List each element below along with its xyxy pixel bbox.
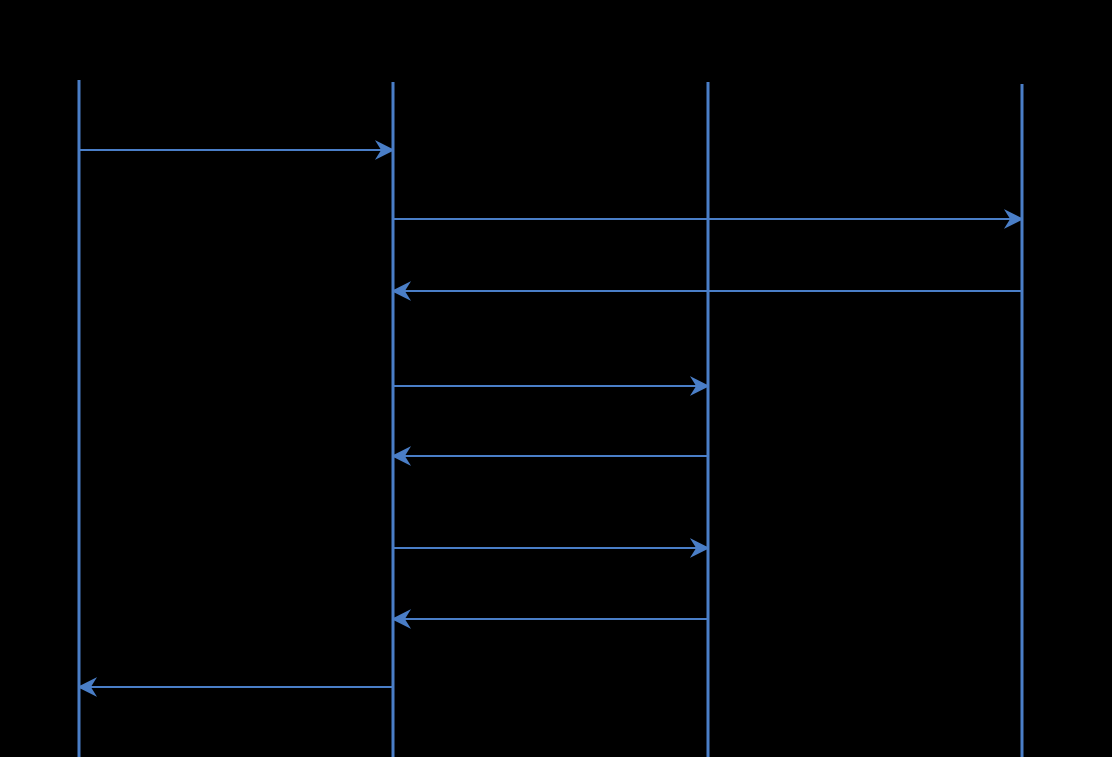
arrowhead-2 xyxy=(1003,209,1024,229)
lifelines-group xyxy=(77,80,1024,757)
arrowhead-6 xyxy=(689,538,710,558)
arrowhead-5 xyxy=(391,446,412,466)
messages-group xyxy=(77,140,1024,697)
message-4[interactable] xyxy=(393,376,710,396)
arrowhead-4 xyxy=(689,376,710,396)
arrowhead-7 xyxy=(391,609,412,629)
message-8[interactable] xyxy=(77,677,393,697)
arrowhead-1 xyxy=(374,140,395,160)
message-6[interactable] xyxy=(393,538,710,558)
arrowhead-8 xyxy=(77,677,98,697)
message-7[interactable] xyxy=(391,609,708,629)
arrowhead-3 xyxy=(391,281,412,301)
message-2[interactable] xyxy=(393,209,1024,229)
message-3[interactable] xyxy=(391,281,1022,301)
message-1[interactable] xyxy=(79,140,395,160)
message-5[interactable] xyxy=(391,446,708,466)
